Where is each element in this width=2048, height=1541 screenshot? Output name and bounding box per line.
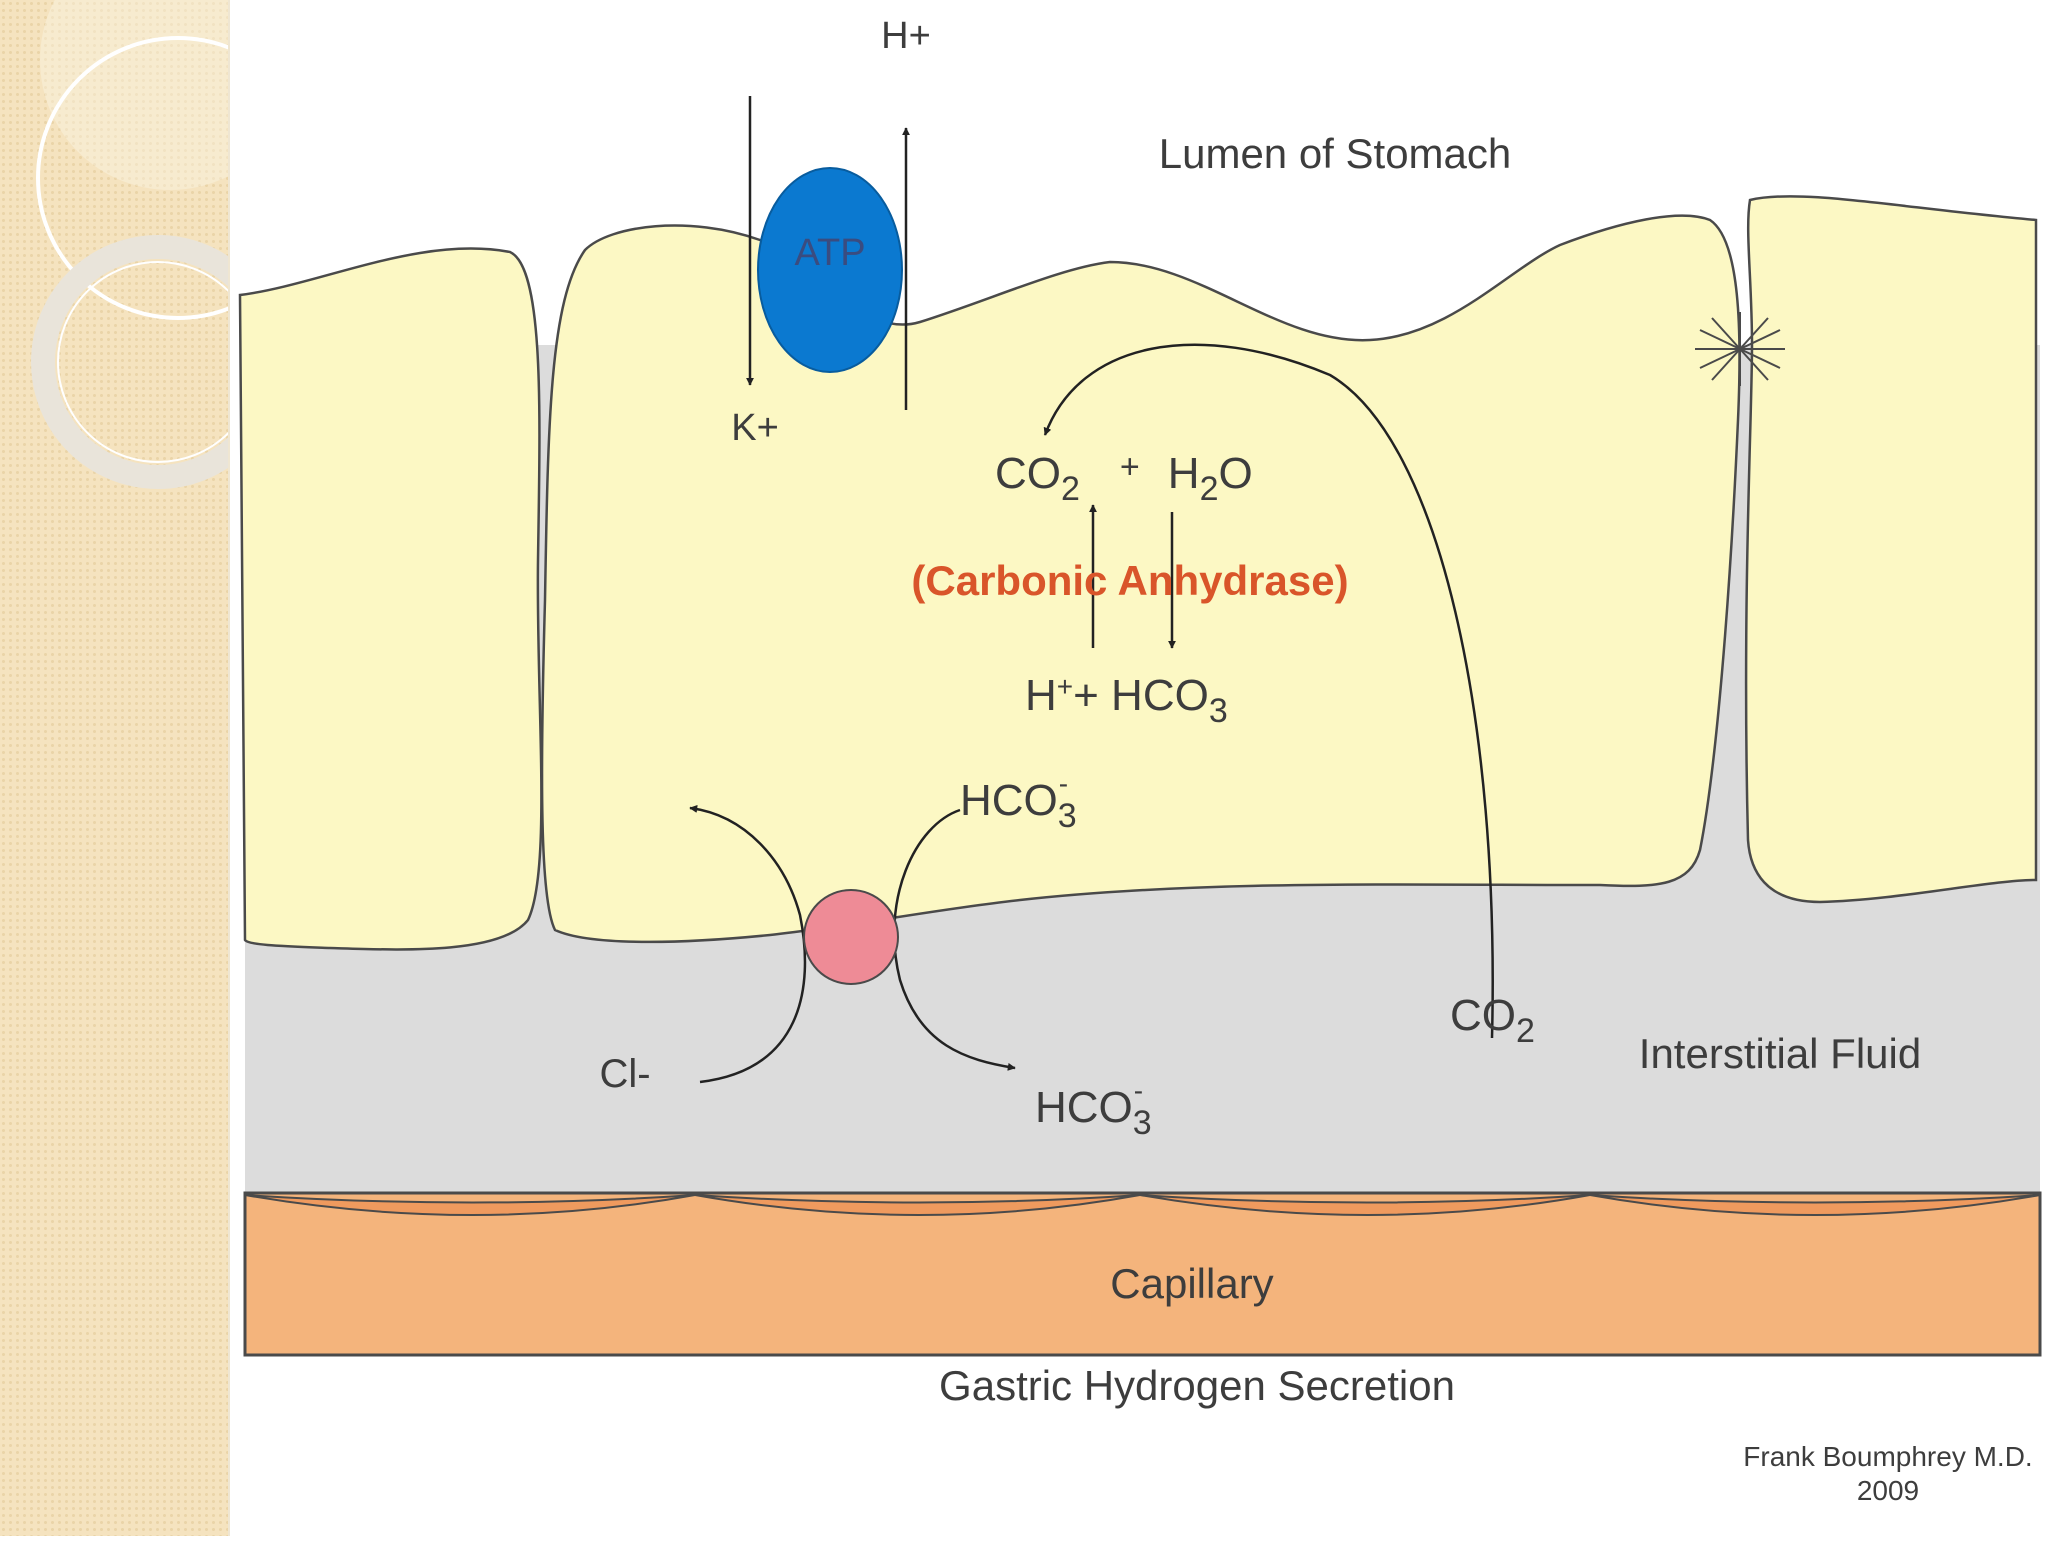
right-epithelial-cell xyxy=(1744,195,2038,904)
hco3-cell-label: HCO3- xyxy=(960,768,1077,835)
h-plus-top-label: H+ xyxy=(881,15,931,57)
diagram-title: Gastric Hydrogen Secretion xyxy=(939,1362,1455,1409)
capillary-endothelium xyxy=(244,1194,2041,1216)
hco3-out-arrow xyxy=(892,808,1016,1071)
sidebar-edge xyxy=(228,0,230,1536)
credit-year: 2009 xyxy=(1857,1475,1919,1506)
atp-label: ATP xyxy=(794,232,865,274)
capillary-label: Capillary xyxy=(1110,1260,1273,1307)
co2-h2o-equation: CO2+H2O xyxy=(995,448,1253,508)
tight-junction-icon xyxy=(1695,312,1785,386)
enzyme-label: (Carbonic Anhydrase) xyxy=(911,557,1348,604)
co2-interstitial-label: CO2 xyxy=(1450,991,1535,1050)
capillary-band xyxy=(243,1191,2042,1357)
cl-hco3-exchanger xyxy=(803,889,899,985)
left-epithelial-cell xyxy=(238,247,543,951)
cl-minus-label: Cl- xyxy=(599,1052,650,1096)
interstitial-label: Interstitial Fluid xyxy=(1639,1030,1921,1077)
cl-minus-arrow xyxy=(689,804,807,1084)
h-plus-hco3-equation: H++ HCO3 xyxy=(1025,671,1228,730)
parietal-cell xyxy=(540,214,1741,944)
atp-pump xyxy=(757,167,903,373)
lumen-label: Lumen of Stomach xyxy=(1159,130,1512,177)
co2-diffusion-arrow xyxy=(1043,343,1494,1039)
credit-name: Frank Boumphrey M.D. xyxy=(1743,1441,2032,1472)
hco3-out-label: HCO3- xyxy=(1035,1075,1152,1142)
slide-sidebar xyxy=(0,0,320,1536)
k-plus-label: K+ xyxy=(731,407,779,449)
